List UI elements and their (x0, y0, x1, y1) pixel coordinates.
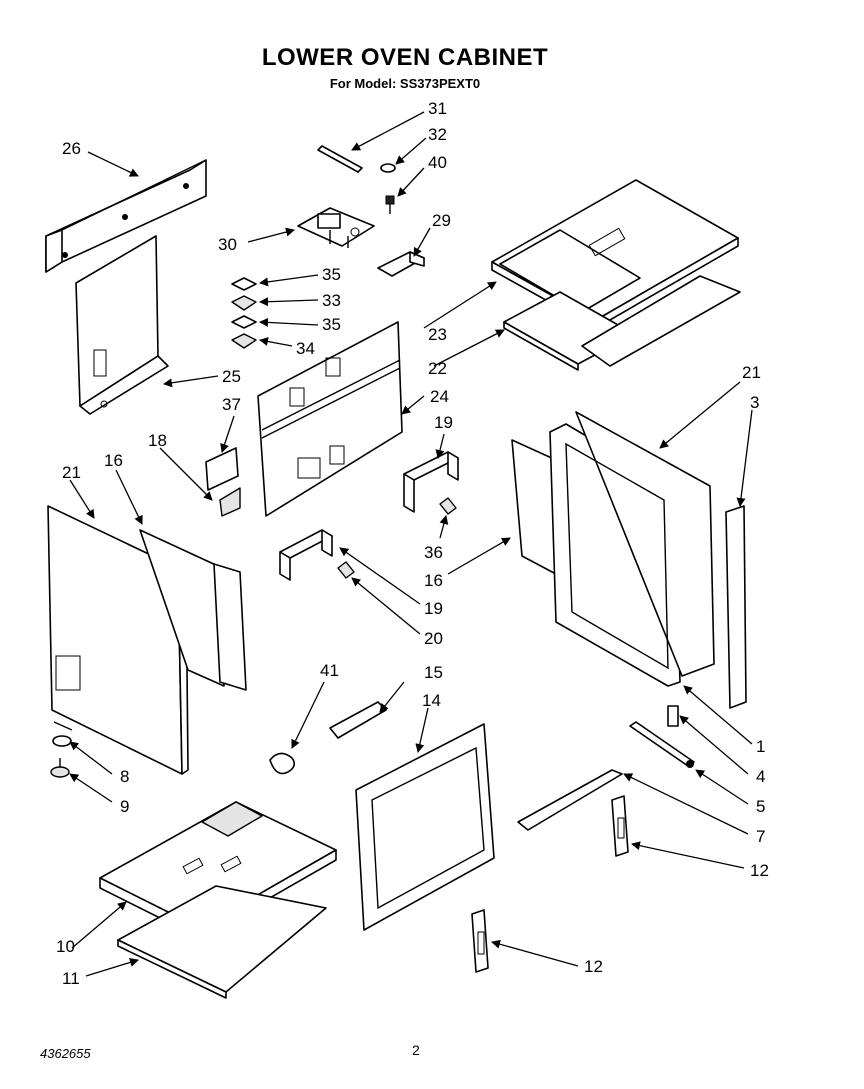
part-41-hose-clip (269, 752, 296, 775)
callout-21a: 21 (62, 463, 81, 482)
part-12-bracket-right (611, 795, 629, 857)
part-12-bracket-lower (471, 909, 489, 973)
page-number: 2 (412, 1042, 420, 1058)
callout-25: 25 (222, 367, 241, 386)
callout-19a: 19 (434, 413, 453, 432)
callout-3: 3 (750, 393, 759, 412)
part-36-fastener (439, 497, 457, 515)
part-35-pad-lower (231, 315, 257, 329)
callout-33: 33 (322, 291, 341, 310)
part-9-leveler-foot (50, 758, 70, 778)
callout-31: 31 (428, 99, 447, 118)
callout-23: 23 (428, 325, 447, 344)
part-22-strip (581, 275, 741, 367)
page-title: LOWER OVEN CABINET (261, 44, 549, 71)
part-31-bracket-strip (317, 145, 363, 173)
part-29-bracket (377, 251, 425, 277)
part-34-block (231, 333, 257, 349)
callout-5: 5 (756, 797, 765, 816)
part-4-clip (667, 705, 679, 727)
callout-20: 20 (424, 629, 443, 648)
callout-21b: 21 (742, 363, 761, 382)
part-15-angle (329, 701, 387, 739)
callout-9: 9 (120, 797, 129, 816)
callout-19b: 19 (424, 599, 443, 618)
callout-14: 14 (422, 691, 441, 710)
callout-40: 40 (428, 153, 447, 172)
callout-4: 4 (756, 767, 765, 786)
callout-36: 36 (424, 543, 443, 562)
document-number: 4362655 (40, 1046, 91, 1061)
callout-11: 11 (62, 969, 80, 988)
part-18-terminal-block (219, 487, 241, 517)
callout-16b: 16 (424, 571, 443, 590)
part-26-rear-rail (45, 159, 207, 273)
part-3-trim-strip (725, 505, 747, 709)
callout-1: 1 (756, 737, 765, 756)
part-40-screw (385, 195, 395, 214)
part-35-pad-upper (231, 277, 257, 291)
callout-12b: 12 (584, 957, 603, 976)
part-5-hinge-rod (629, 721, 695, 768)
part-16-liner-left (139, 529, 247, 691)
callout-26: 26 (62, 139, 81, 158)
callout-35b: 35 (322, 315, 341, 334)
callout-37: 37 (222, 395, 241, 414)
callout-35a: 35 (322, 265, 341, 284)
callout-34: 34 (296, 339, 315, 358)
callout-7: 7 (756, 827, 765, 846)
callout-30: 30 (218, 235, 237, 254)
part-14-front-frame (355, 723, 495, 931)
part-19-support-lower (279, 529, 333, 581)
part-8-leveler-nut (52, 735, 72, 747)
callout-18: 18 (148, 431, 167, 450)
callout-8: 8 (120, 767, 129, 786)
part-19-support-upper (403, 451, 459, 513)
part-11-base-plate (117, 885, 327, 999)
part-24-control-panel (257, 321, 403, 517)
part-25-rear-panel (75, 235, 169, 415)
part-23-top-tray (491, 179, 739, 329)
part-20-fastener (337, 561, 355, 579)
part-7-angle-strip (517, 769, 623, 831)
part-32-clip (380, 163, 396, 173)
callout-10: 10 (56, 937, 75, 956)
part-37-mount-bracket (205, 447, 239, 491)
callout-labels: 26 31 32 40 30 29 35 33 35 34 25 37 18 1… (56, 99, 769, 988)
callout-12a: 12 (750, 861, 769, 880)
part-21-side-panel-right (549, 411, 715, 687)
callout-29: 29 (432, 211, 451, 230)
callout-41: 41 (320, 661, 339, 680)
callout-16a: 16 (104, 451, 123, 470)
model-subtitle: For Model: SS373PEXT0 (329, 76, 481, 91)
callout-24: 24 (430, 387, 449, 406)
callout-22: 22 (428, 359, 447, 378)
callout-15: 15 (424, 663, 443, 682)
callout-32: 32 (428, 125, 447, 144)
part-30-switch-assembly (297, 207, 375, 248)
leader-lines (53, 111, 753, 977)
part-33-insulator (231, 295, 257, 311)
